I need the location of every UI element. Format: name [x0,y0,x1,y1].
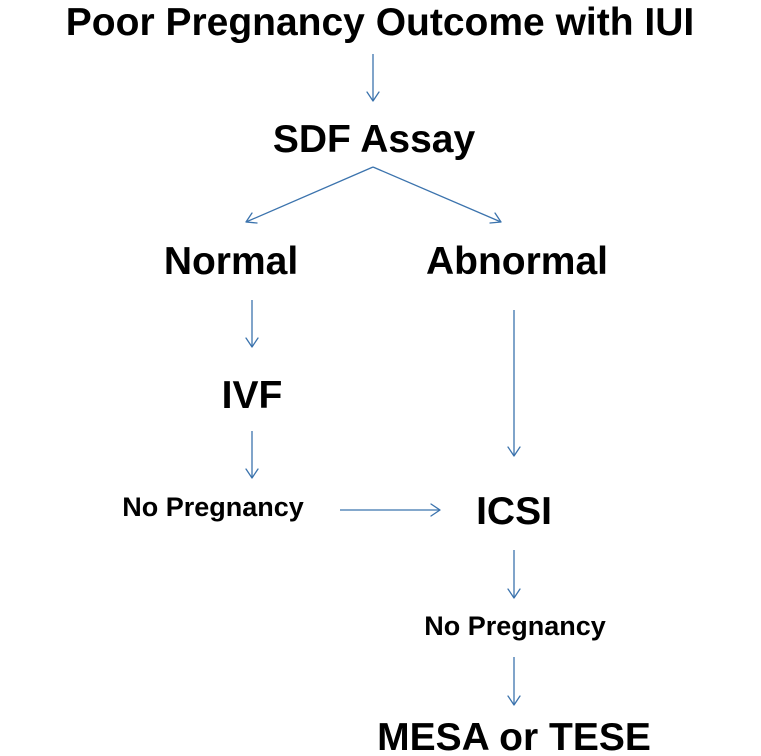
mesa-tese-node: MESA or TESE [377,716,651,756]
sdf-assay-node: SDF Assay [272,118,476,161]
no-pregnancy-icsi-node: No Pregnancy [424,611,606,641]
no-pregnancy-ivf-node: No Pregnancy [122,492,304,522]
arrow-no-pregnancy-to-mesa-tese [507,657,521,706]
abnormal-node: Abnormal [425,240,609,283]
arrow-sdf-to-abnormal [372,166,502,224]
normal-node: Normal [163,240,299,283]
arrow-abnormal-to-icsi [507,310,521,457]
arrow-icsi-to-no-pregnancy [507,550,521,599]
ivf-node: IVF [221,374,283,417]
arrow-ivf-to-no-pregnancy [245,431,259,479]
icsi-node: ICSI [476,490,552,533]
arrow-title-to-sdf [366,54,380,102]
arrow-no-pregnancy-to-icsi [340,503,441,517]
arrow-normal-to-ivf [245,300,259,348]
title-node: Poor Pregnancy Outcome with IUI [65,1,695,44]
arrow-sdf-to-normal [245,166,374,224]
